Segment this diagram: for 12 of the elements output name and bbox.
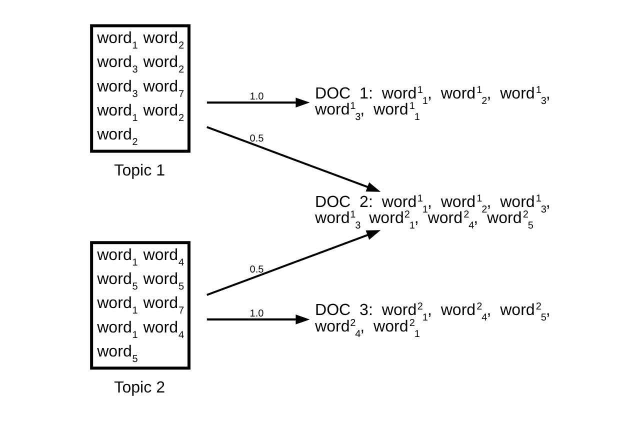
node-label: Topic 2 — [114, 378, 166, 397]
edge-label: 1.0 — [250, 92, 264, 103]
arrow — [206, 126, 381, 192]
node-label: Topic 1 — [114, 162, 166, 180]
arrow — [206, 230, 381, 296]
arrow — [206, 98, 310, 108]
edge-label: 0.5 — [250, 134, 264, 145]
node-box: word$_{1}$ word$_{4}$ word$_{5}$ word$_{5}$ word$_{1}$ word$_{7}$ word$_{1}$ word$_{4}$ word$_{5}$ — [90, 241, 190, 370]
edge-label: 1.0 — [250, 308, 264, 320]
edge-label: 0.5 — [250, 264, 264, 276]
node-box: word$_{1}$ word$_{2}$ word$_{3}$ word$_{2}$ word$_{3}$ word$_{7}$ word$_{1}$ word$_{2}$ word$_{2}$ — [90, 24, 190, 153]
arrow — [206, 314, 310, 324]
